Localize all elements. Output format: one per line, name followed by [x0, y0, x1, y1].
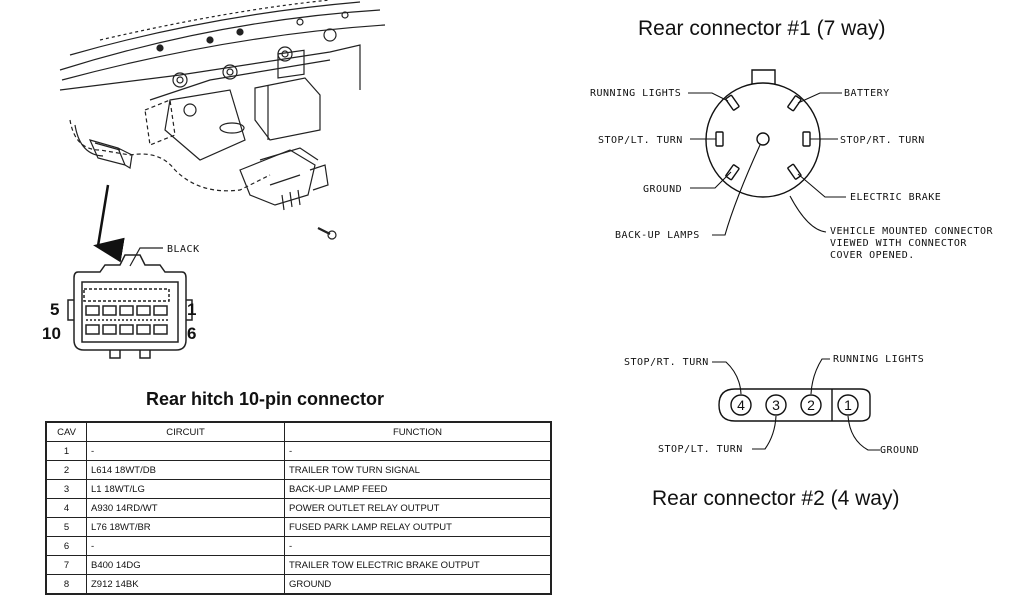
seven-way-leaders	[688, 92, 846, 236]
header-circuit: CIRCUIT	[86, 421, 285, 442]
function-cell: GROUND	[284, 574, 552, 595]
seven-note-line-2: VIEWED WITH CONNECTOR	[830, 238, 967, 249]
seven-running-lights: RUNNING LIGHTS	[590, 88, 681, 99]
cav-cell: 1	[45, 441, 87, 461]
black-leader-line	[129, 247, 163, 267]
seven-note-line-1: VEHICLE MOUNTED CONNECTOR	[830, 226, 993, 237]
table-row: 4 A930 14RD/WT POWER OUTLET RELAY OUTPUT	[45, 498, 552, 518]
circuit-cell: -	[86, 441, 285, 461]
table-row: 8 Z912 14BK GROUND	[45, 574, 552, 595]
function-cell: TRAILER TOW TURN SIGNAL	[284, 460, 552, 480]
four-stop-rt-turn: STOP/RT. TURN	[624, 357, 709, 368]
four-stop-lt-turn: STOP/LT. TURN	[658, 444, 743, 455]
pin-1-label: 1	[187, 300, 196, 319]
table-row: 2 L614 18WT/DB TRAILER TOW TURN SIGNAL	[45, 460, 552, 480]
seven-backup-lamps: BACK-UP LAMPS	[615, 230, 700, 241]
seven-battery: BATTERY	[844, 88, 890, 99]
function-cell: TRAILER TOW ELECTRIC BRAKE OUTPUT	[284, 555, 552, 575]
black-label: BLACK	[167, 244, 200, 255]
cav-cell: 6	[45, 536, 87, 556]
cav-cell: 8	[45, 574, 87, 595]
pin-10-label: 10	[42, 324, 61, 343]
four-ground: GROUND	[880, 445, 919, 456]
function-cell: -	[284, 536, 552, 556]
pin-5-label: 5	[50, 300, 59, 319]
four-pin-1: 1	[844, 397, 852, 413]
cav-cell: 5	[45, 517, 87, 537]
hitch-illustration	[59, 0, 386, 240]
function-cell: -	[284, 441, 552, 461]
circuit-cell: B400 14DG	[86, 555, 285, 575]
function-cell: POWER OUTLET RELAY OUTPUT	[284, 498, 552, 518]
seven-note-line-3: COVER OPENED.	[830, 250, 915, 261]
table-row: 3 L1 18WT/LG BACK-UP LAMP FEED	[45, 479, 552, 499]
cav-cell: 3	[45, 479, 87, 499]
circuit-cell: Z912 14BK	[86, 574, 285, 595]
table-row: 7 B400 14DG TRAILER TOW ELECTRIC BRAKE O…	[45, 555, 552, 575]
pin-6-label: 6	[187, 324, 196, 343]
hitch-connector-title: Rear hitch 10-pin connector	[146, 389, 385, 409]
seven-ground: GROUND	[643, 184, 682, 195]
table-header-row: CAV CIRCUIT FUNCTION	[45, 421, 552, 442]
circuit-cell: L614 18WT/DB	[86, 460, 285, 480]
cav-cell: 2	[45, 460, 87, 480]
cav-cell: 7	[45, 555, 87, 575]
table-row: 6 - -	[45, 536, 552, 556]
table-row: 1 - -	[45, 441, 552, 461]
four-pin-2: 2	[807, 397, 815, 413]
hitch-pin-table: CAV CIRCUIT FUNCTION 1 - - 2 L614 18WT/D…	[45, 421, 552, 595]
four-pin-4: 4	[737, 397, 745, 413]
four-running-lights: RUNNING LIGHTS	[833, 354, 924, 365]
cav-cell: 4	[45, 498, 87, 518]
seven-electric-brake: ELECTRIC BRAKE	[850, 192, 941, 203]
function-cell: FUSED PARK LAMP RELAY OUTPUT	[284, 517, 552, 537]
table-row: 5 L76 18WT/BR FUSED PARK LAMP RELAY OUTP…	[45, 517, 552, 537]
rear-connector-1-title: Rear connector #1 (7 way)	[638, 17, 886, 40]
four-way-connector	[718, 388, 871, 422]
four-pin-3: 3	[772, 397, 780, 413]
circuit-cell: A930 14RD/WT	[86, 498, 285, 518]
seven-stop-rt-turn: STOP/RT. TURN	[840, 135, 925, 146]
circuit-cell: -	[86, 536, 285, 556]
circuit-cell: L1 18WT/LG	[86, 479, 285, 499]
callout-arrow	[93, 184, 125, 263]
ten-pin-connector	[67, 254, 193, 359]
seven-stop-lt-turn: STOP/LT. TURN	[598, 135, 683, 146]
rear-connector-2-title: Rear connector #2 (4 way)	[652, 487, 900, 510]
function-cell: BACK-UP LAMP FEED	[284, 479, 552, 499]
four-way-leaders	[712, 358, 880, 451]
header-cav: CAV	[45, 421, 87, 442]
circuit-cell: L76 18WT/BR	[86, 517, 285, 537]
header-function: FUNCTION	[284, 421, 552, 442]
